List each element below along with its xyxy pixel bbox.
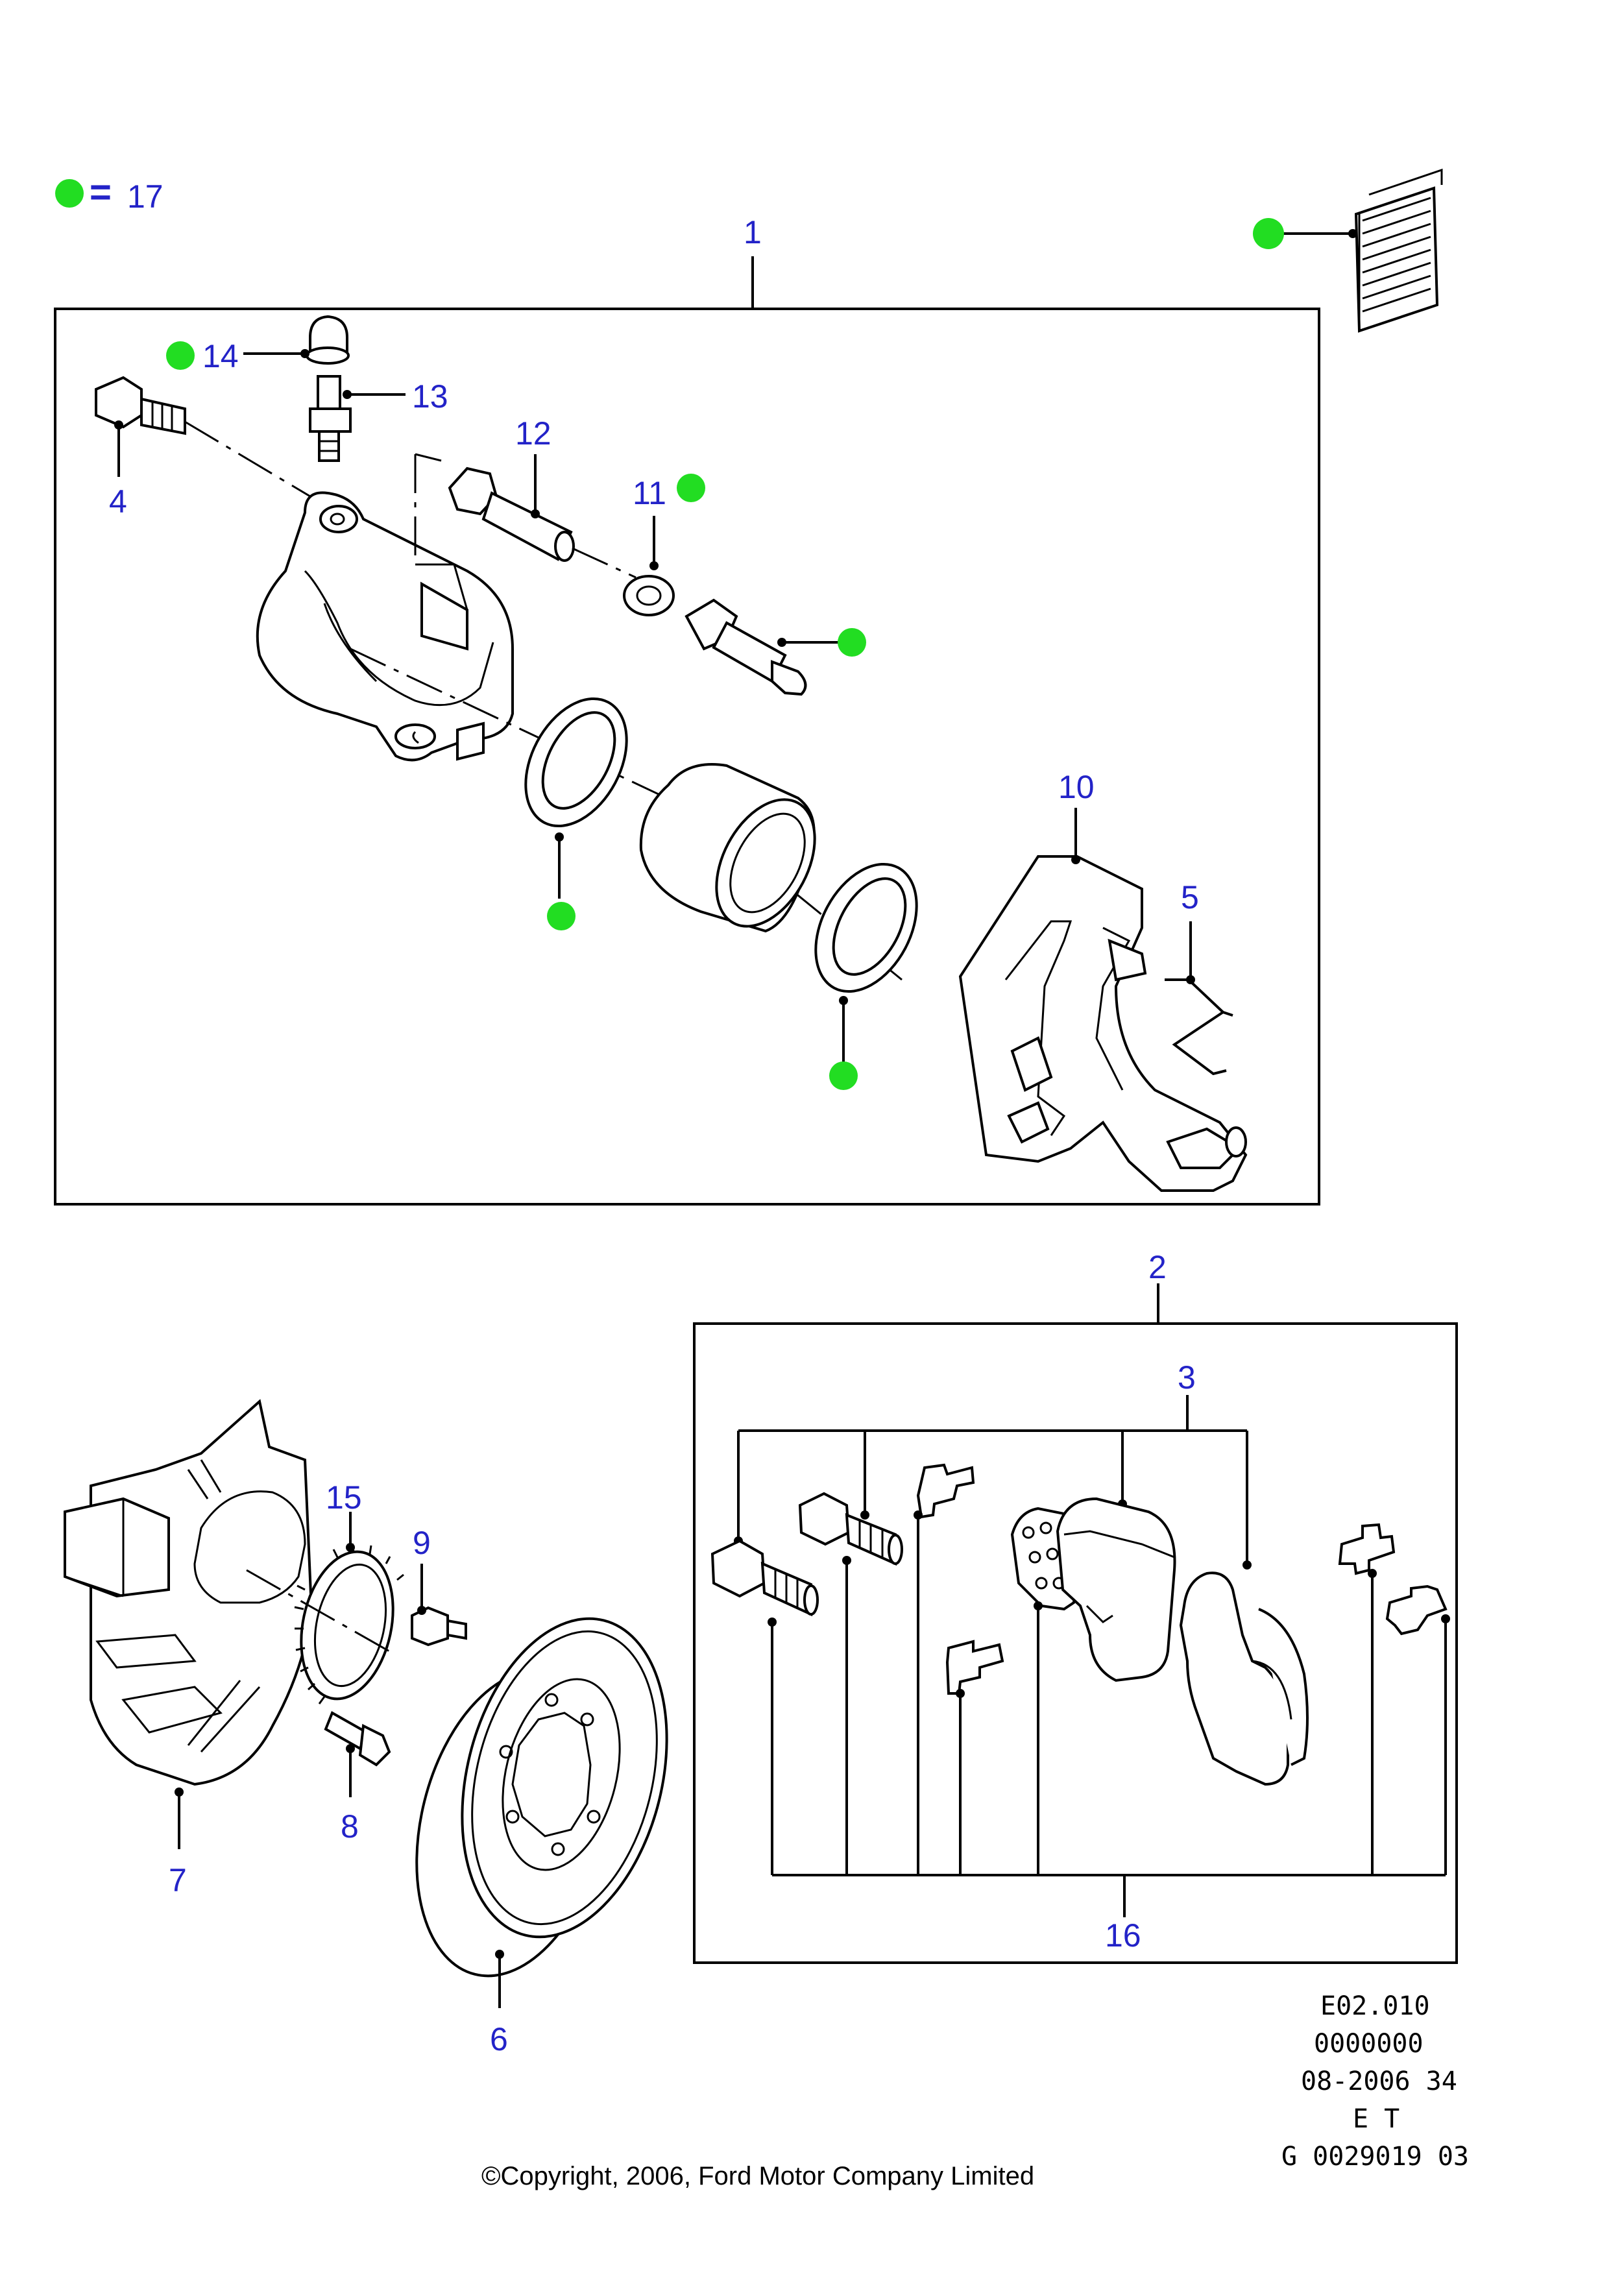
- part-9-bolt: 9: [411, 1525, 467, 1647]
- pad-bolt-a: [710, 1539, 819, 1617]
- callout-6: 6: [490, 2021, 508, 2057]
- guide-pin: [685, 598, 866, 696]
- piston-seal-inner: [814, 862, 918, 1090]
- pad-bolt-b: [798, 1492, 903, 1566]
- legend-equals: =: [90, 171, 112, 213]
- callout-16: 16: [1105, 1917, 1141, 1954]
- reference-line-4: E T: [1353, 2104, 1400, 2134]
- part-11-marker: [677, 474, 705, 502]
- reference-line-2: 0000000: [1314, 2029, 1424, 2059]
- caliper-housing: [256, 491, 514, 762]
- callout-15: 15: [326, 1479, 362, 1516]
- seal-inner-marker: [829, 1061, 858, 1090]
- callout-1: 1: [744, 214, 762, 250]
- brake-pad-b: [1179, 1571, 1309, 1786]
- reference-line-1: E02.010: [1320, 1991, 1430, 2021]
- reference-line-5: G 0029019 03: [1281, 2142, 1469, 2172]
- pad-clip-lower: [945, 1640, 1004, 1695]
- callout-11: 11: [633, 475, 666, 511]
- part-14-marker: [166, 341, 195, 370]
- callout-3-bracket: 3: [734, 1359, 1252, 1570]
- callout-8: 8: [341, 1808, 359, 1845]
- callout-16-bracket: 16: [768, 1510, 1450, 1954]
- part-12-guide-bolt: 12: [448, 415, 575, 562]
- callout-14: 14: [202, 338, 239, 374]
- grease-sachet: [1253, 168, 1443, 333]
- callout-2: 2: [1148, 1249, 1167, 1285]
- piston: [639, 763, 816, 933]
- piston-seal-outer: [524, 697, 628, 930]
- reference-line-3: 08-2006 34: [1301, 2067, 1457, 2096]
- part-6-brake-disc: 6: [415, 1617, 668, 2057]
- legend-marker: [55, 179, 84, 208]
- reference-block: E02.010 0000000 08-2006 34 E T G 0029019…: [1281, 1991, 1469, 2172]
- copyright: ©Copyright, 2006, Ford Motor Company Lim…: [481, 2162, 1034, 2190]
- pad-kit-box: 2: [693, 1249, 1458, 1964]
- part-15-tone-ring: 15: [294, 1479, 404, 1704]
- part-5-spring: 5: [1165, 879, 1233, 1076]
- part-11-boot: 11: [623, 474, 705, 616]
- part-10-carrier-bracket: 10: [958, 769, 1248, 1192]
- callout-9: 9: [413, 1525, 431, 1561]
- guide-pin-marker: [838, 628, 866, 657]
- grease-marker: [1253, 218, 1284, 249]
- part-8-bolt: 8: [324, 1711, 391, 1845]
- part-13-bleed-screw: 13: [309, 375, 448, 462]
- part-7-dust-shield: 7: [64, 1399, 313, 1898]
- part-14-bleed-cap: 14: [166, 315, 350, 374]
- legend-value: 17: [127, 178, 164, 215]
- callout-4: 4: [109, 483, 127, 520]
- callout-7: 7: [169, 1862, 187, 1898]
- pad-clip-right-lower: [1385, 1584, 1448, 1636]
- callout-10: 10: [1058, 769, 1095, 805]
- callout-12: 12: [515, 415, 551, 452]
- callout-3: 3: [1178, 1359, 1196, 1396]
- callout-13: 13: [412, 378, 448, 415]
- pad-clip-right-upper: [1338, 1523, 1396, 1575]
- legend: = 17: [55, 171, 164, 215]
- pad-clip-upper: [916, 1463, 975, 1519]
- brake-pad-a: [1056, 1497, 1176, 1682]
- callout-5: 5: [1181, 879, 1199, 915]
- seal-outer-marker: [547, 902, 576, 930]
- caliper-assembly-box: 1: [54, 214, 1320, 1206]
- part-4-bolt: 4: [95, 376, 186, 520]
